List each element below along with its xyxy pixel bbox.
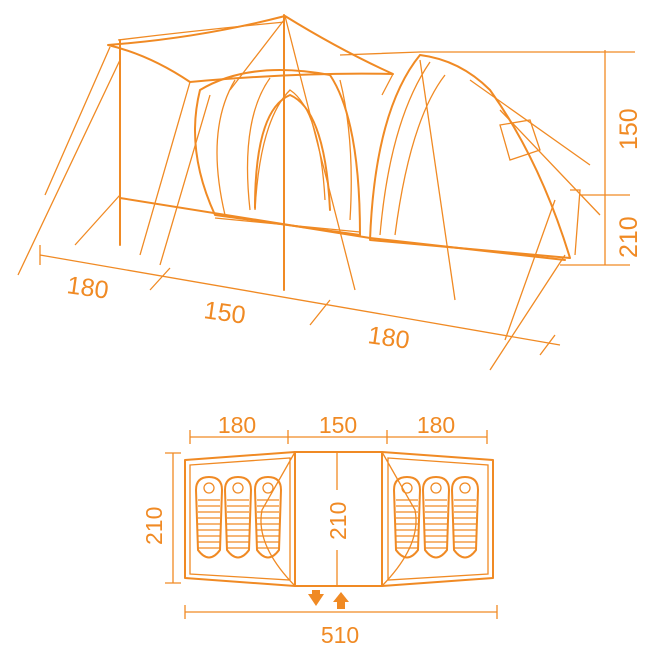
plan-total-length-label: 510 [321, 622, 359, 648]
length-label-2: 150 [202, 296, 247, 330]
sleeping-bag-icon [422, 476, 450, 559]
right-dome [369, 54, 571, 259]
left-dome [194, 69, 361, 236]
arrow-down-icon [308, 588, 324, 606]
width-label: 210 [615, 216, 643, 258]
sleeping-bag-icon [393, 476, 421, 559]
length-label-3: 180 [366, 321, 411, 355]
sleeping-bag-icon [254, 476, 282, 559]
sleeping-bag-icon [451, 476, 479, 559]
sleeping-bag-icon [195, 476, 223, 559]
plan-side-width-label: 210 [141, 507, 167, 545]
length-label-1: 180 [65, 271, 110, 305]
plan-section-label-3: 180 [417, 412, 455, 438]
arrow-up-icon [333, 592, 349, 602]
right-room [381, 451, 494, 587]
tent-perspective [17, 14, 635, 371]
plan-section-label-2: 150 [319, 412, 357, 438]
plan-section-label-1: 180 [218, 412, 256, 438]
floor-plan [165, 430, 498, 619]
sleeping-bag-icon [224, 476, 252, 559]
door-opening [254, 94, 331, 211]
plan-center-width-label: 210 [325, 502, 351, 540]
height-label: 150 [615, 108, 643, 150]
